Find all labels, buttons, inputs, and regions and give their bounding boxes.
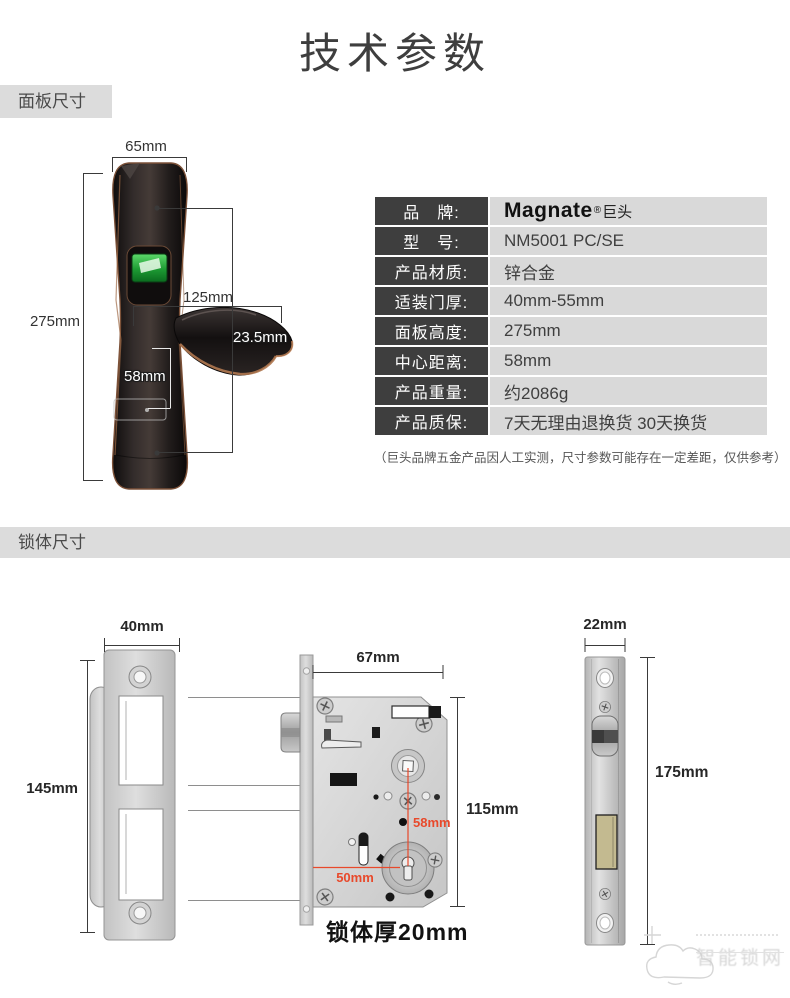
spec-label: 产品材质: [375, 257, 488, 285]
lock-body-figure [280, 654, 465, 926]
strike-plate-figure [80, 638, 300, 941]
dim-label-panel-width: 65mm [125, 138, 167, 155]
screw-hole-icon [596, 668, 614, 688]
watermark-text: 智能锁网 [696, 948, 785, 969]
spec-row: 面板高度: 275mm [375, 317, 767, 345]
spindle-hub [391, 749, 425, 783]
screw-hole-icon [128, 665, 152, 689]
dim-label-panel-center-distance: 58mm [124, 368, 166, 385]
spec-label: 品 牌: [375, 197, 488, 225]
spec-row: 产品质保: 7天无理由退换货 30天换货 [375, 407, 767, 435]
spec-value: 58mm [490, 347, 767, 375]
dim-label-body-height: 115mm [466, 801, 519, 818]
panel-figure [83, 157, 294, 490]
dim-label-lever-thickness: 23.5mm [233, 329, 288, 346]
strike-dimension-lines [80, 638, 180, 933]
spec-row: 适装门厚: 40mm-55mm [375, 287, 767, 315]
red-dimension-lines [313, 768, 409, 869]
lock-thickness-label: 锁体厚20mm [326, 919, 469, 945]
screw-hole-icon [128, 901, 152, 925]
watermark: 智能锁网 [628, 918, 790, 996]
spec-row: 产品材质: 锌合金 [375, 257, 767, 285]
registered-mark: ® [593, 205, 602, 216]
dim-label-body-width: 67mm [356, 649, 400, 666]
lock-diagrams [80, 638, 714, 985]
faceplate-dimension-lines [584, 638, 655, 945]
spec-value: 7天无理由退换货 30天换货 [490, 407, 767, 435]
spec-value: 锌合金 [490, 257, 767, 285]
dim-label-body-center-distance: 58mm [413, 815, 451, 830]
section-tag-panel: 面板尺寸 [0, 85, 112, 118]
spec-label: 中心距离: [375, 347, 488, 375]
body-dimension-lines [312, 665, 465, 907]
dim-label-strike-height: 145mm [26, 780, 78, 797]
spec-label: 产品重量: [375, 377, 488, 405]
watermark-url-line [696, 934, 778, 936]
keyway-slot [348, 832, 369, 866]
leader-lines [188, 697, 300, 901]
spec-table: 品 牌: Magnate ® 巨头 型 号: NM5001 PC/SE 产品材质… [375, 197, 767, 437]
dim-anchor-dot [154, 205, 160, 211]
spec-label: 型 号: [375, 227, 488, 255]
spec-label: 产品质保: [375, 407, 488, 435]
spec-row-brand: 品 牌: Magnate ® 巨头 [375, 197, 767, 225]
spec-row: 中心距离: 58mm [375, 347, 767, 375]
cylinder-hole [381, 841, 435, 895]
fingerprint-module [126, 245, 172, 306]
spec-value: 40mm-55mm [490, 287, 767, 315]
page-title: 技术参数 [298, 30, 491, 77]
spec-note: （巨头品牌五金产品因人工实测，尺寸参数可能存在一定差距，仅供参考） [374, 451, 787, 465]
dim-label-lever-length: 125mm [182, 289, 234, 306]
spec-value: NM5001 PC/SE [490, 227, 767, 255]
dim-label-body-backset: 50mm [336, 870, 374, 885]
watermark-cloud-icon [644, 926, 714, 985]
deadbolt-slot [595, 814, 618, 870]
spec-value-brand: Magnate ® 巨头 [490, 197, 767, 225]
latch-bolt-face [591, 715, 619, 757]
faceplate-figure [584, 638, 655, 946]
spec-value: 275mm [490, 317, 767, 345]
spec-label: 适装门厚: [375, 287, 488, 315]
brand-suffix: 巨头 [602, 203, 633, 221]
section-tag-lock: 锁体尺寸 [0, 527, 790, 558]
dim-label-faceplate-width: 22mm [583, 616, 627, 633]
screw-hole-icon [596, 913, 614, 933]
lock-panel-photo [111, 162, 294, 490]
dim-label-panel-height: 275mm [29, 313, 80, 330]
panel-dimension-lines [83, 157, 282, 481]
spec-row: 型 号: NM5001 PC/SE [375, 227, 767, 255]
spec-value: 约2086g [490, 377, 767, 405]
brand-logo: Magnate [504, 199, 593, 222]
dim-label-faceplate-height: 175mm [655, 764, 709, 781]
spec-row: 产品重量: 约2086g [375, 377, 767, 405]
spec-label: 面板高度: [375, 317, 488, 345]
watermark-strike-line [696, 952, 784, 953]
lever-handle [173, 306, 294, 376]
dim-anchor-dot [154, 450, 160, 456]
dim-label-strike-width: 40mm [120, 618, 164, 635]
